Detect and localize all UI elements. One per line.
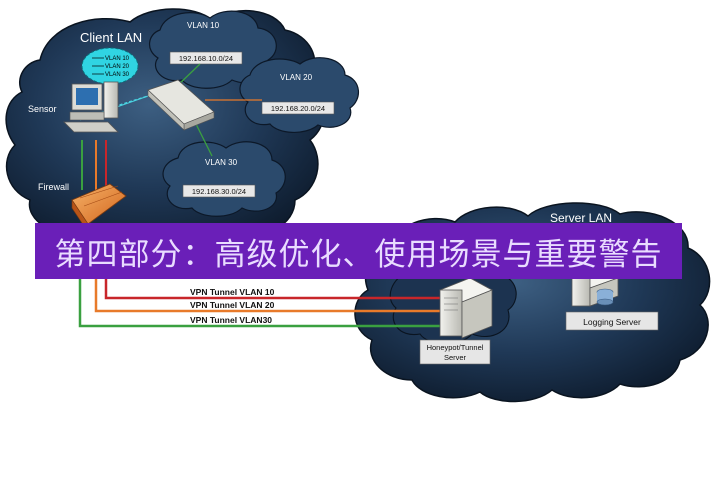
- honeypot-label-box: [419, 339, 491, 365]
- subnet10-box: [169, 51, 243, 65]
- vlan20-cloud: [239, 57, 359, 133]
- sensor-vlan10-label: VLAN 10: [105, 56, 130, 62]
- vlan30-label: VLAN 30: [205, 158, 238, 167]
- logging-label-box: [565, 311, 659, 331]
- vlan10-label: VLAN 10: [187, 21, 220, 30]
- sensor-vlan30-label: VLAN 30: [105, 72, 130, 78]
- tunnel10-label: VPN Tunnel VLAN 10: [190, 287, 275, 297]
- tunnel30-label: VPN Tunnel VLAN30: [190, 315, 272, 325]
- subnet20-box: [261, 101, 335, 115]
- honeypot-label-line2: Server: [444, 353, 467, 362]
- server-icon: [439, 277, 493, 339]
- subnet10-label: 192.168.10.0/24: [179, 54, 233, 63]
- firewall-label: Firewall: [38, 182, 69, 192]
- client-lan-label: Client LAN: [80, 30, 142, 45]
- subnet30-box: [182, 184, 256, 198]
- sensor-label: Sensor: [28, 104, 57, 114]
- subnet20-label: 192.168.20.0/24: [271, 104, 325, 113]
- section-banner: 第四部分：高级优化、使用场景与重要警告: [35, 223, 682, 279]
- honeypot-label-line1: Honeypot/Tunnel: [427, 343, 484, 352]
- tunnel20-label: VPN Tunnel VLAN 20: [190, 300, 275, 310]
- server-lan-label: Server LAN: [550, 211, 612, 225]
- computer-icon: [63, 81, 119, 133]
- switch-icon: [147, 79, 215, 131]
- vlan20-label: VLAN 20: [280, 73, 313, 82]
- sensor-vlan20-label: VLAN 20: [105, 64, 130, 70]
- subnet30-label: 192.168.30.0/24: [192, 187, 246, 196]
- logging-server-label: Logging Server: [583, 317, 641, 327]
- vlan30-cloud: [162, 141, 286, 217]
